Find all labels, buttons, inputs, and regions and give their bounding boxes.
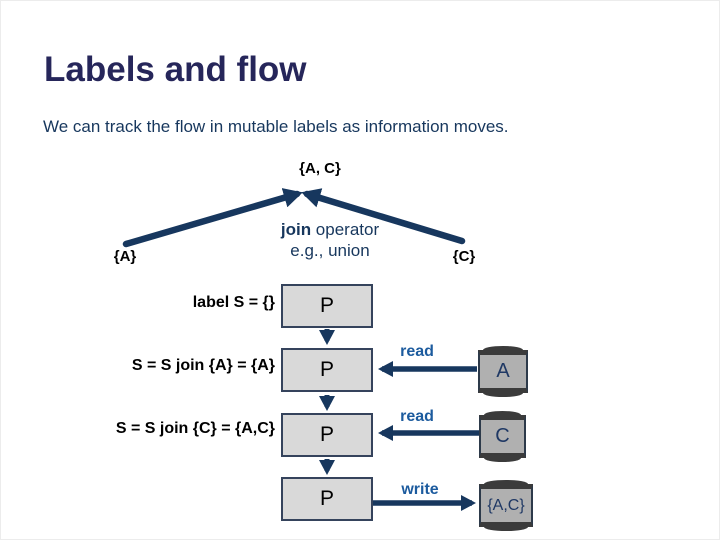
process-box-2: P [281, 348, 373, 392]
label-input-a: {A} [113, 248, 137, 265]
join-operator-example: e.g., union [290, 241, 370, 260]
datastore-a: A [478, 346, 528, 397]
datastore-ac: {A,C} [479, 480, 533, 531]
slide-subtitle: We can track the flow in mutable labels … [43, 117, 509, 136]
join-operator-rest: operator [311, 220, 380, 239]
edge-label-write: write [401, 481, 439, 498]
annotation-join-c: S = S join {C} = {A,C} [115, 420, 275, 437]
edge-label-read-c: read [400, 408, 434, 425]
label-input-c: {C} [452, 248, 476, 265]
process-box-3: P [281, 413, 373, 457]
join-keyword: join [280, 220, 312, 239]
edge-label-read-a: read [400, 343, 434, 360]
annotation-join-a: S = S join {A} = {A} [131, 357, 275, 374]
join-operator-note: join operator e.g., union [240, 219, 420, 261]
datastore-c: C [479, 411, 526, 462]
join-operator-line1: join operator [240, 219, 420, 240]
process-box-1: P [281, 284, 373, 328]
process-box-4: P [281, 477, 373, 521]
slide-title: Labels and flow [44, 50, 307, 89]
label-join-result: {A, C} [299, 160, 341, 177]
annotation-label-init: label S = {} [192, 294, 275, 311]
